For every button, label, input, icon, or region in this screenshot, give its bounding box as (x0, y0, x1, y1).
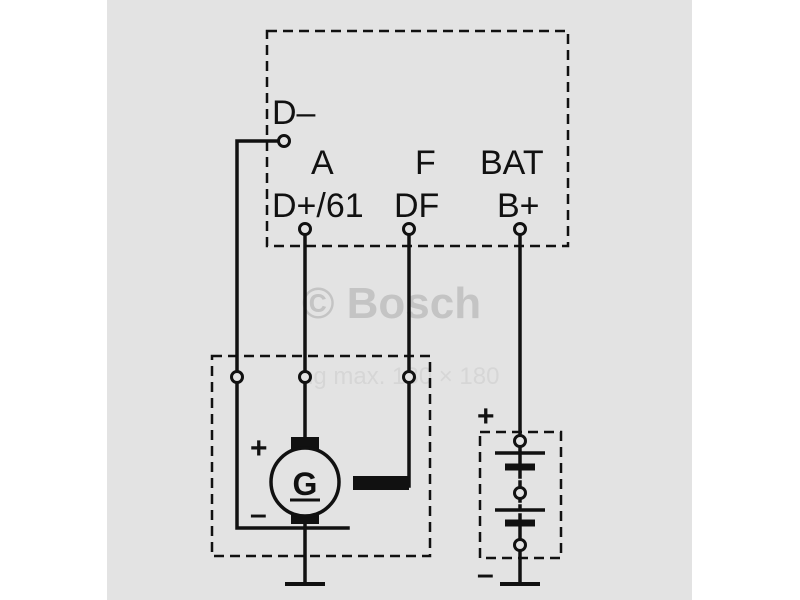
terminals (230, 134, 527, 552)
battery-minus-sign: – (477, 558, 494, 591)
generator-symbol (269, 446, 341, 518)
battery-cell-junction (513, 486, 527, 500)
wire-d-minus (235, 139, 350, 530)
terminal-df (402, 222, 416, 236)
terminal-b-plus (513, 222, 527, 236)
terminal-d-minus-label: D– (272, 94, 316, 132)
battery-terminal-minus (513, 538, 527, 552)
terminal-a-label: A (311, 144, 334, 182)
terminal-bat-label: BAT (480, 144, 544, 182)
terminal-b-plus-label: B+ (497, 187, 540, 225)
battery-plus-sign: + (477, 400, 495, 433)
battery-terminal-plus (513, 434, 527, 448)
generator-plus-sign: + (250, 432, 268, 465)
generator-terminal-d-plus (298, 370, 312, 384)
generator-terminal-df (402, 370, 416, 384)
terminal-d-plus-61-label: D+/61 (272, 187, 364, 225)
battery-cells (495, 451, 545, 527)
wire-df (353, 229, 411, 488)
terminal-d-plus (298, 222, 312, 236)
generator-box (210, 354, 432, 558)
terminal-d-minus (277, 134, 291, 148)
field-winding (353, 476, 409, 490)
watermark-text: © Bosch (302, 279, 481, 328)
regulator-box (265, 29, 570, 248)
watermark-ghost-text: ng max. 130 × 180 (300, 363, 499, 390)
terminal-df-label: DF (394, 187, 439, 225)
terminal-f-label: F (415, 144, 436, 182)
diagram-sheet (107, 0, 692, 600)
generator-minus-sign: – (250, 498, 267, 531)
generator-label: G (293, 466, 318, 502)
generator-terminal-d-minus (230, 370, 244, 384)
